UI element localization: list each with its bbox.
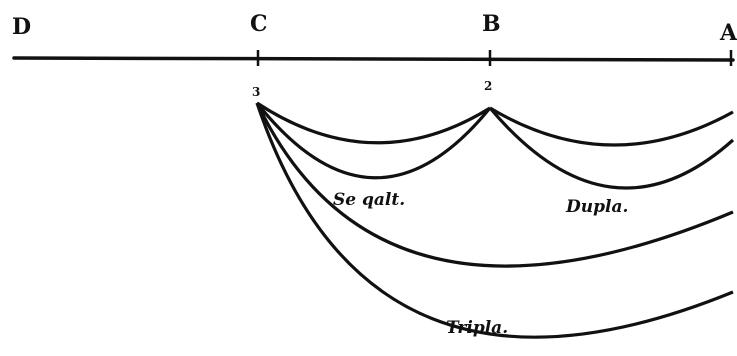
arc-tripla-inner — [255, 102, 734, 268]
arc-dupla-outer — [488, 106, 735, 190]
arc-dupla-inner — [489, 106, 734, 147]
label-tripla: Tripla. — [446, 318, 508, 338]
arc-sesquialtera-inner — [256, 101, 491, 145]
label-b: B — [482, 11, 501, 37]
number-c: 3 — [252, 85, 260, 99]
label-a: A — [719, 20, 737, 46]
label-dupla: Dupla. — [565, 197, 628, 217]
main-line — [12, 56, 735, 62]
arc-tripla-outer — [255, 102, 734, 339]
arc-sesquialtera-outer — [255, 102, 492, 180]
label-d: D — [12, 14, 31, 40]
label-sesquialtera: Se qalt. — [333, 190, 405, 210]
number-b: 2 — [484, 79, 492, 93]
label-c: C — [250, 11, 268, 37]
